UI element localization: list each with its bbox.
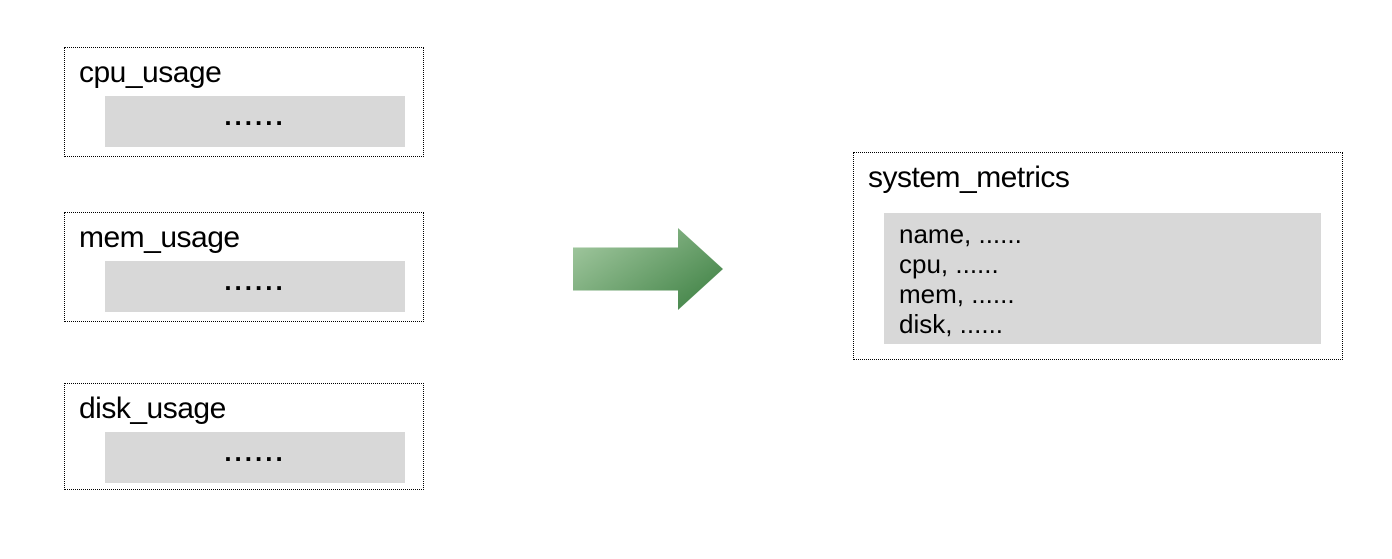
table-title: mem_usage [79, 221, 240, 254]
target-table-system-metrics: system_metrics name, ...... cpu, ...... … [853, 152, 1343, 360]
right-arrow-icon [573, 228, 723, 310]
field-row-cpu: cpu, ...... [899, 249, 999, 279]
table-title: disk_usage [79, 392, 226, 425]
ellipsis-placeholder: ...... [224, 436, 286, 467]
source-table-cpu-usage: cpu_usage ...... [64, 47, 424, 157]
field-placeholder-bar: ...... [105, 432, 405, 483]
ellipsis-placeholder: ...... [224, 265, 286, 296]
merge-arrow-icon [573, 228, 723, 310]
field-list-panel: name, ...... cpu, ...... mem, ...... dis… [884, 213, 1321, 344]
field-row-name: name, ...... [899, 219, 1022, 249]
table-title: system_metrics [868, 161, 1070, 194]
field-placeholder-bar: ...... [105, 261, 405, 312]
field-row-disk: disk, ...... [899, 309, 1004, 339]
field-placeholder-bar: ...... [105, 96, 405, 147]
table-title: cpu_usage [79, 56, 222, 89]
source-table-disk-usage: disk_usage ...... [64, 383, 424, 490]
field-row-mem: mem, ...... [899, 279, 1015, 309]
ellipsis-placeholder: ...... [224, 100, 286, 131]
source-table-mem-usage: mem_usage ...... [64, 212, 424, 322]
